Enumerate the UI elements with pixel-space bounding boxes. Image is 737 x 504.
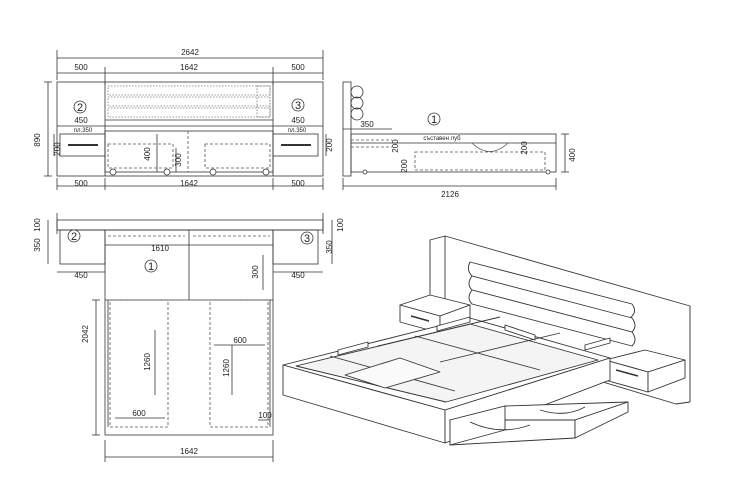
dim-side-depth: 2126: [441, 190, 459, 199]
dim-top-depth-right: 100: [336, 218, 345, 232]
side-drawer-hidden: [414, 151, 546, 171]
dim-center-width: 1642: [180, 63, 198, 72]
dim-side-left: 500: [74, 63, 88, 72]
top-drawer-right: [209, 299, 269, 428]
side-view-labels: 1 съставен луб 350 200 200 400 200 2126: [360, 114, 577, 199]
top-view-labels: 100 100 350 350 2 3 1610 1 300 450 450 2…: [33, 218, 345, 456]
dim-shelf-height: 200: [391, 139, 400, 153]
dim-drawer-height: 300: [174, 153, 183, 167]
dim-drawer-depth-left: 1260: [143, 353, 152, 371]
dim-nightstand-depth-right: 350: [325, 240, 334, 254]
dim-side-drawer: 200: [520, 141, 529, 155]
isometric-view: [282, 235, 691, 446]
dim-nightstand-height-right: 200: [325, 138, 334, 152]
top-nightstand-right: [272, 229, 319, 265]
front-view: [44, 50, 327, 190]
dim-drawer-width-left: 600: [132, 409, 146, 418]
nightstand-right: [272, 133, 319, 157]
dim-side-height: 400: [568, 148, 577, 162]
side-frame: [350, 133, 557, 173]
dim-nightstand-right: 450: [291, 116, 305, 125]
dim-nightstand-height-left: 200: [53, 142, 62, 156]
marker-3: 3: [295, 100, 301, 112]
marker-1-side: 1: [431, 114, 437, 126]
side-view-label: съставен луб: [423, 136, 461, 142]
dim-height: 890: [33, 133, 42, 147]
marker-1-top: 1: [148, 261, 154, 273]
dim-shelf-depth: 350: [360, 120, 374, 129]
dim-nightstand-depth-left: 350: [33, 238, 42, 252]
front-view-labels: 2642 500 1642 500 2 3 450 450 пл.350 пл.…: [33, 48, 334, 188]
headboard-outline: [56, 81, 324, 177]
dim-drawer-depth-right: 1260: [222, 359, 231, 377]
dim-headboard-drawer: 300: [251, 265, 260, 279]
dim-drawer-width-right: 600: [233, 336, 247, 345]
dim-top-nightstand-left: 450: [74, 271, 88, 280]
dim-top-depth: 100: [33, 218, 42, 232]
bed-frame: [104, 130, 274, 173]
shelf-label-right: пл.350: [288, 128, 307, 134]
top-view: [47, 213, 333, 462]
nightstand-left: [59, 133, 106, 157]
dim-frame-height: 400: [143, 147, 152, 161]
dim-bottom-right: 500: [291, 179, 305, 188]
marker-2-top: 2: [71, 231, 77, 243]
shelf-label-left: пл.350: [74, 128, 93, 134]
iso-cushion-3: [468, 289, 636, 347]
dim-overall-width: 2642: [181, 48, 199, 57]
top-drawer-left: [109, 299, 169, 428]
dim-top-overall-width: 1642: [180, 447, 198, 456]
dim-nightstand-left: 450: [74, 116, 88, 125]
marker-2: 2: [77, 102, 83, 114]
marker-3-top: 3: [304, 233, 310, 245]
dim-inner-width: 1610: [151, 244, 169, 253]
headboard-cushions: [107, 85, 271, 118]
top-headboard: [56, 219, 324, 231]
drawer-hidden-lines: [107, 131, 271, 172]
top-nightstand-left: [59, 229, 106, 265]
dim-side-right: 500: [291, 63, 305, 72]
dim-top-nightstand-right: 450: [291, 271, 305, 280]
dim-gap: 100: [258, 411, 272, 420]
dim-leg-height: 200: [400, 159, 409, 173]
dim-bottom-center: 1642: [180, 179, 198, 188]
dim-length: 2042: [81, 325, 90, 343]
side-view: [342, 81, 569, 190]
dim-bottom-left: 500: [74, 179, 88, 188]
